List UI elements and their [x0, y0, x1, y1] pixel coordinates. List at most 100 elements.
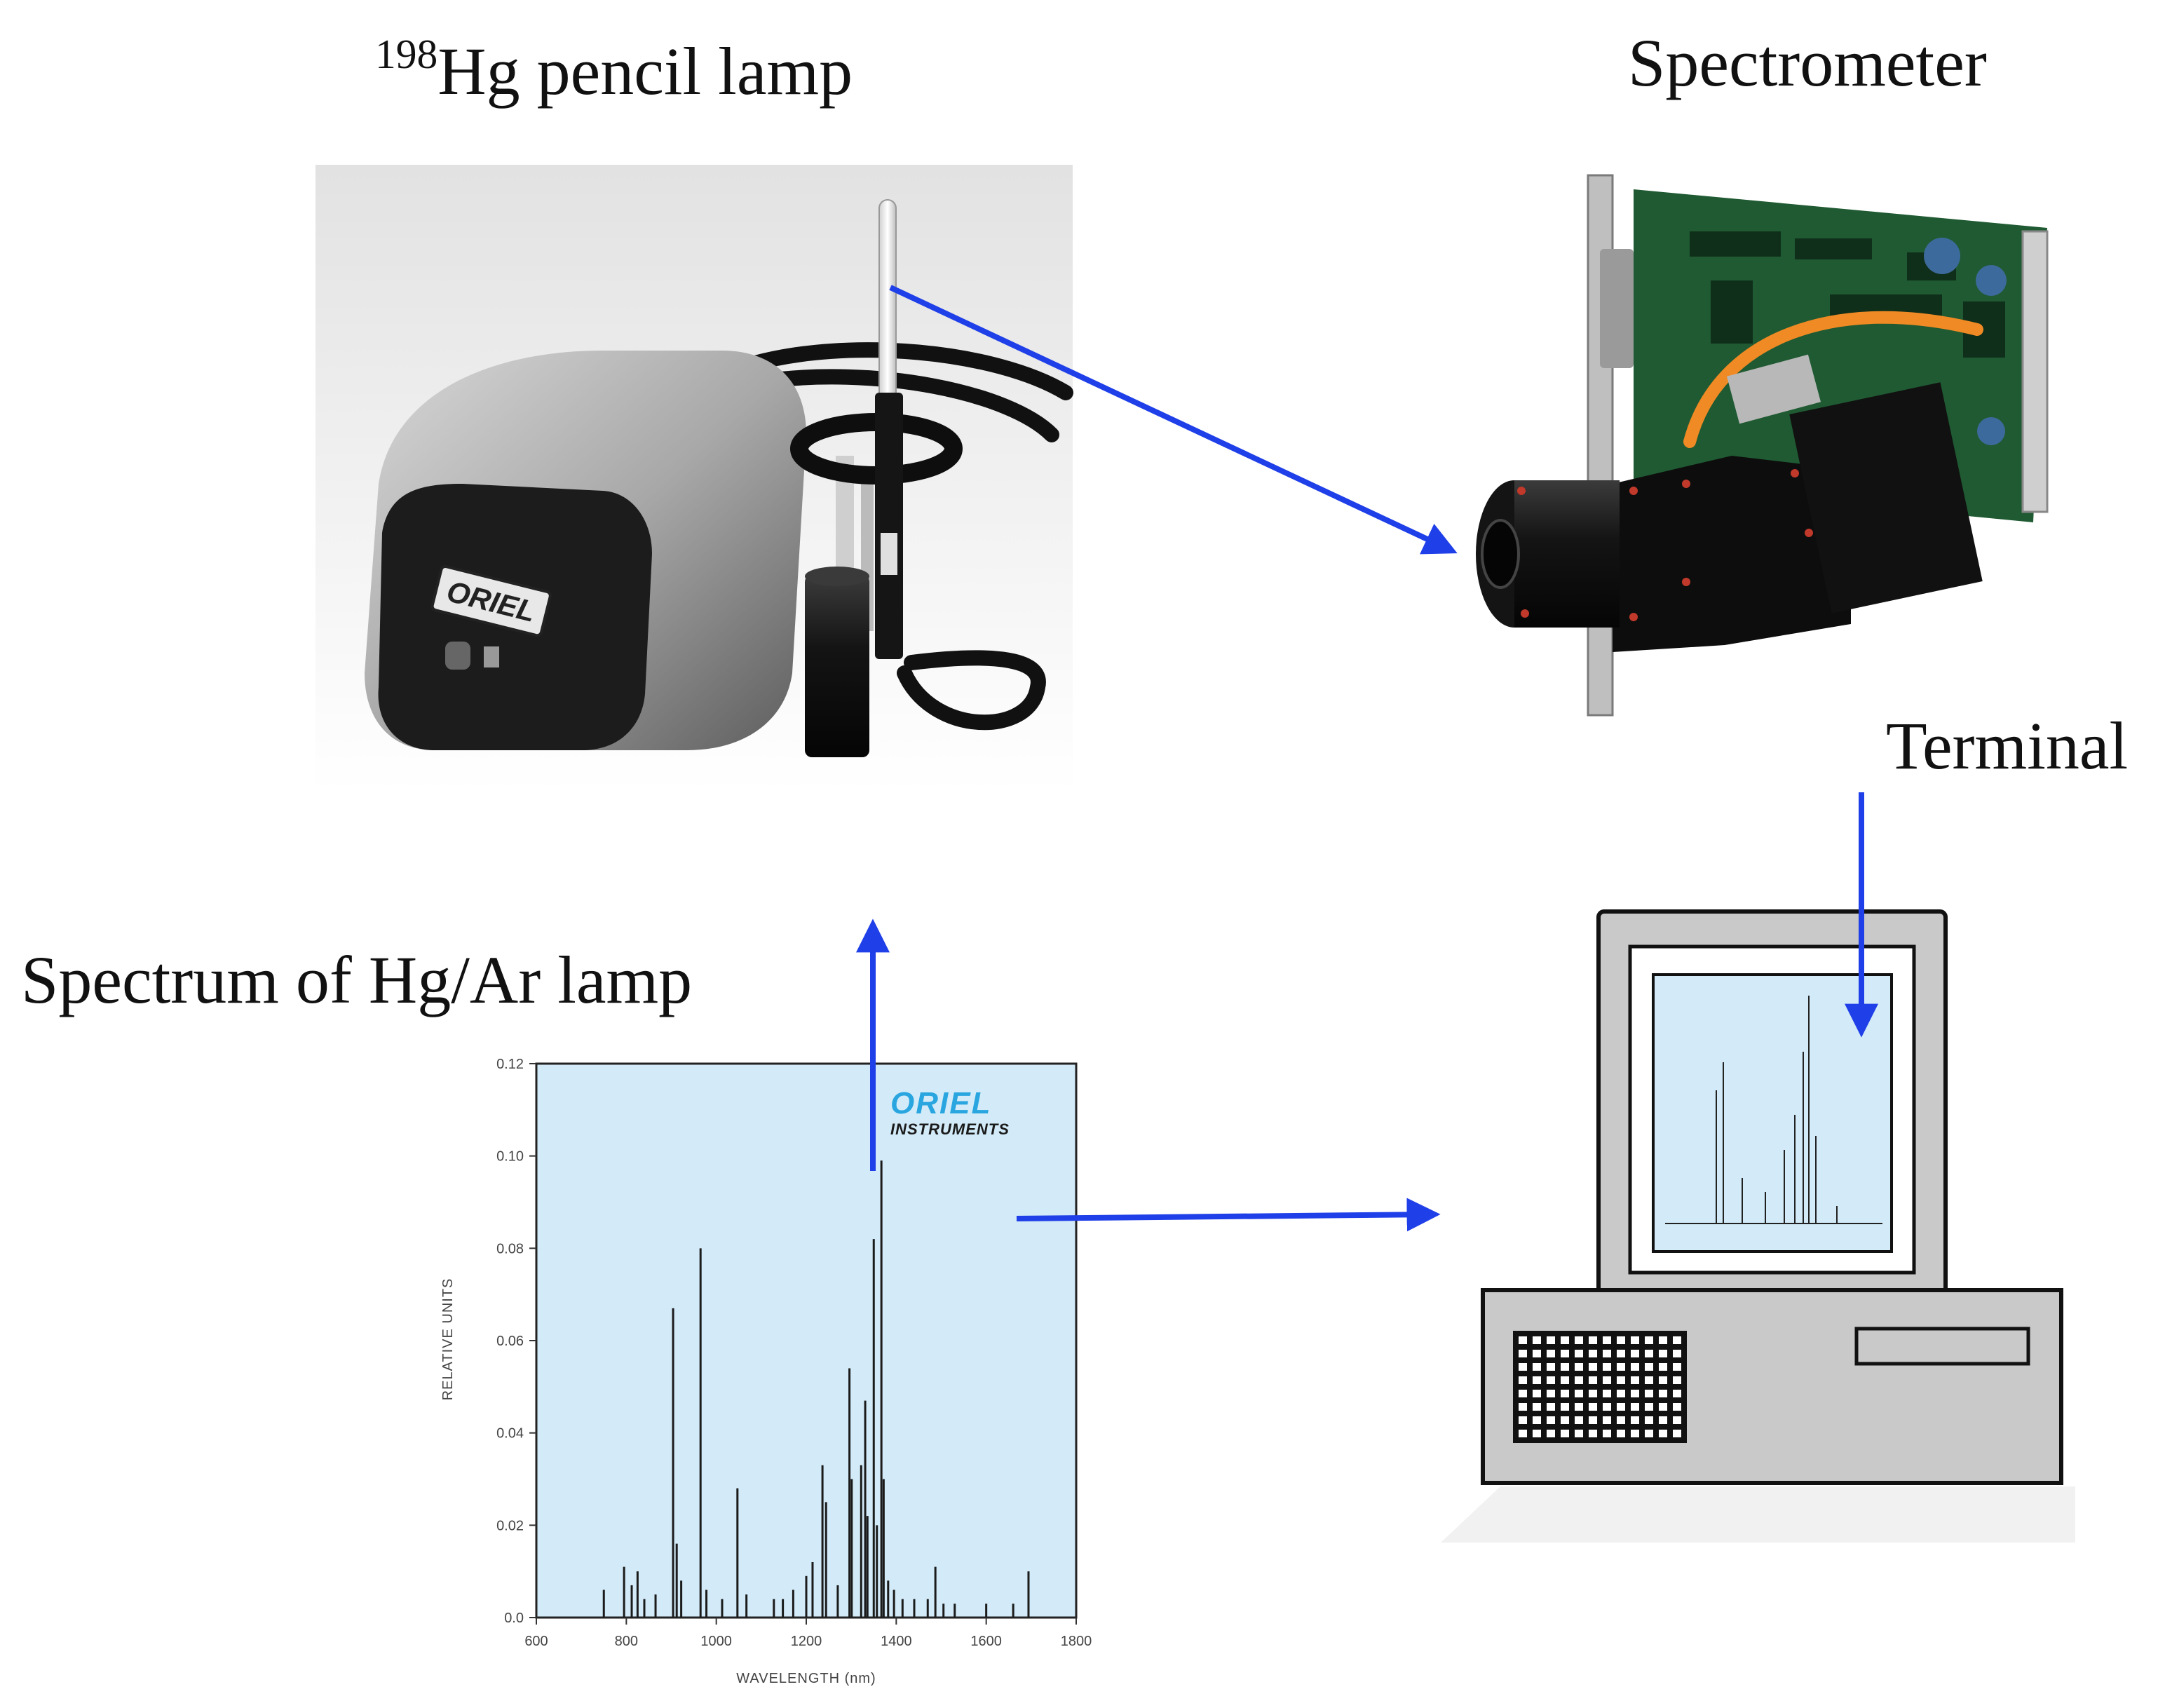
- keypad-key: [1533, 1350, 1541, 1357]
- keypad-key: [1617, 1376, 1625, 1384]
- keypad-key: [1673, 1336, 1681, 1344]
- keypad-key: [1603, 1390, 1611, 1397]
- keypad-key: [1631, 1430, 1639, 1437]
- keypad-key: [1533, 1416, 1541, 1424]
- entrance-slit-opening: [1481, 519, 1520, 589]
- keypad-key: [1645, 1363, 1653, 1371]
- ribbon-cable: [1726, 354, 1821, 424]
- keypad-key: [1575, 1403, 1583, 1411]
- keypad-key: [1631, 1350, 1639, 1357]
- keypad-key: [1603, 1416, 1611, 1424]
- keypad-key: [1673, 1416, 1681, 1424]
- x-tick-label: 800: [615, 1634, 638, 1649]
- mounting-screws: [1517, 469, 1813, 621]
- keypad-key: [1519, 1416, 1527, 1424]
- chart-logo-sub: INSTRUMENTS: [890, 1120, 1010, 1138]
- keypad-key: [1575, 1430, 1583, 1437]
- keypad-key: [1659, 1390, 1667, 1397]
- keypad-key: [1561, 1416, 1569, 1424]
- capacitor: [1977, 417, 2005, 445]
- keypad-key: [1547, 1336, 1555, 1344]
- keypad-key: [1645, 1416, 1653, 1424]
- spectrometer-photo: [1476, 174, 2049, 717]
- monitor-screen: [1652, 973, 1893, 1253]
- spectral-peaks: [602, 1160, 1030, 1618]
- keypad-key: [1589, 1336, 1597, 1344]
- keypad-key: [1533, 1430, 1541, 1437]
- keypad-key: [1561, 1350, 1569, 1357]
- keypad-grid: [1513, 1331, 1687, 1443]
- keypad-key: [1561, 1390, 1569, 1397]
- keypad-key: [1603, 1430, 1611, 1437]
- keypad-key: [1673, 1403, 1681, 1411]
- keypad-key: [1589, 1363, 1597, 1371]
- keypad-key: [1659, 1376, 1667, 1384]
- rear-connector: [2021, 230, 2049, 513]
- detector-housing: [1789, 382, 1983, 614]
- pencil-lamp-tube: [878, 199, 897, 404]
- keypad-key: [1603, 1376, 1611, 1384]
- spectrometer-title: Spectrometer: [1628, 25, 1987, 100]
- power-indicator: [484, 646, 499, 667]
- lamp-holder-label: [881, 533, 897, 575]
- terminal-title: Terminal: [1886, 708, 2129, 783]
- keypad-key: [1533, 1390, 1541, 1397]
- y-tick-label: 0.10: [496, 1149, 524, 1165]
- keypad-key: [1519, 1376, 1527, 1384]
- y-tick-label: 0.06: [496, 1334, 524, 1349]
- keypad-key: [1575, 1336, 1583, 1344]
- keypad-key: [1673, 1363, 1681, 1371]
- keypad-key: [1533, 1363, 1541, 1371]
- keypad-key: [1659, 1430, 1667, 1437]
- keypad-key: [1617, 1403, 1625, 1411]
- keypad-key: [1659, 1336, 1667, 1344]
- plot-area: [535, 1062, 1078, 1619]
- keypad-key: [1631, 1336, 1639, 1344]
- keypad-key: [1547, 1376, 1555, 1384]
- keypad-key: [1519, 1336, 1527, 1344]
- lamp-base-top: [805, 567, 869, 586]
- keypad-key: [1673, 1390, 1681, 1397]
- keypad-key: [1617, 1430, 1625, 1437]
- keypad-key: [1589, 1390, 1597, 1397]
- x-tick-label: 600: [524, 1634, 548, 1649]
- keypad-key: [1645, 1430, 1653, 1437]
- keypad-key: [1617, 1416, 1625, 1424]
- keypad-key: [1547, 1430, 1555, 1437]
- lamp-title: 198Hg pencil lamp: [375, 33, 853, 105]
- keypad-key: [1659, 1350, 1667, 1357]
- keypad-key: [1631, 1363, 1639, 1371]
- keypad-key: [1575, 1376, 1583, 1384]
- x-tick-label: 1000: [700, 1634, 732, 1649]
- terminal-shadow: [1441, 1486, 2075, 1543]
- keypad-key: [1519, 1390, 1527, 1397]
- keypad-key: [1519, 1403, 1527, 1411]
- keypad-key: [1589, 1376, 1597, 1384]
- keypad-key: [1547, 1403, 1555, 1411]
- board-components: [1690, 231, 2005, 358]
- x-tick-label: 1600: [970, 1634, 1002, 1649]
- keypad-key: [1547, 1416, 1555, 1424]
- keypad-key: [1589, 1430, 1597, 1437]
- keypad-key: [1673, 1376, 1681, 1384]
- keypad-key: [1617, 1390, 1625, 1397]
- disk-drive-slot: [1854, 1327, 2030, 1366]
- keypad-key: [1659, 1403, 1667, 1411]
- keypad-key: [1631, 1416, 1639, 1424]
- keypad-key: [1659, 1416, 1667, 1424]
- lamp-cable: [742, 342, 1073, 731]
- chart-logo-main: ORIEL: [890, 1086, 991, 1120]
- keypad-key: [1589, 1350, 1597, 1357]
- entrance-slit-tube: [1514, 480, 1620, 628]
- keypad-key: [1519, 1430, 1527, 1437]
- keypad-key: [1603, 1363, 1611, 1371]
- keypad-key: [1533, 1376, 1541, 1384]
- x-tick-label: 1800: [1061, 1634, 1092, 1649]
- keypad-key: [1575, 1390, 1583, 1397]
- lamp-holder: [875, 393, 903, 659]
- keypad-key: [1519, 1363, 1527, 1371]
- keypad-key: [1673, 1350, 1681, 1357]
- keypad-key: [1673, 1430, 1681, 1437]
- keypad-key: [1659, 1363, 1667, 1371]
